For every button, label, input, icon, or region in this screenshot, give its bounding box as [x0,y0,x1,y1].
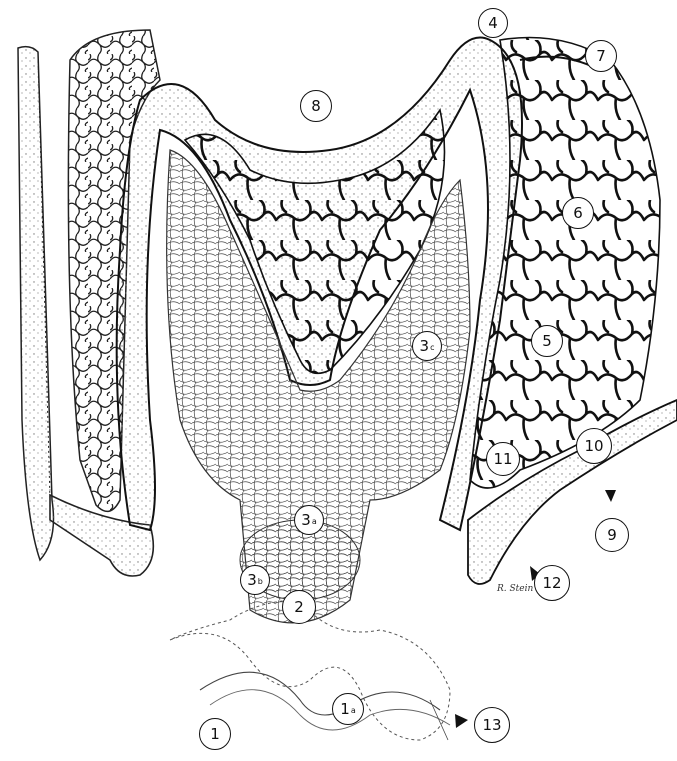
callout-6: 6 [562,197,594,229]
callout-3a: 3a [294,505,324,535]
left-epithelium [18,47,54,560]
callout-11: 11 [486,442,520,476]
artist-signature: R. Stein [496,584,533,594]
callout-1a: 1a [332,693,364,725]
callout-5: 5 [531,325,563,357]
callout-9: 9 [595,518,629,552]
callout-7: 7 [585,40,617,72]
callout-2: 2 [282,590,316,624]
callout-12: 12 [534,565,570,601]
callout-3b: 3b [240,565,270,595]
callout-1: 1 [199,718,231,750]
callout-13: 13 [474,707,510,743]
callout-4: 4 [478,8,508,38]
callout-3c: 3c [412,331,442,361]
callout-8: 8 [300,90,332,122]
callout-10: 10 [576,428,612,464]
